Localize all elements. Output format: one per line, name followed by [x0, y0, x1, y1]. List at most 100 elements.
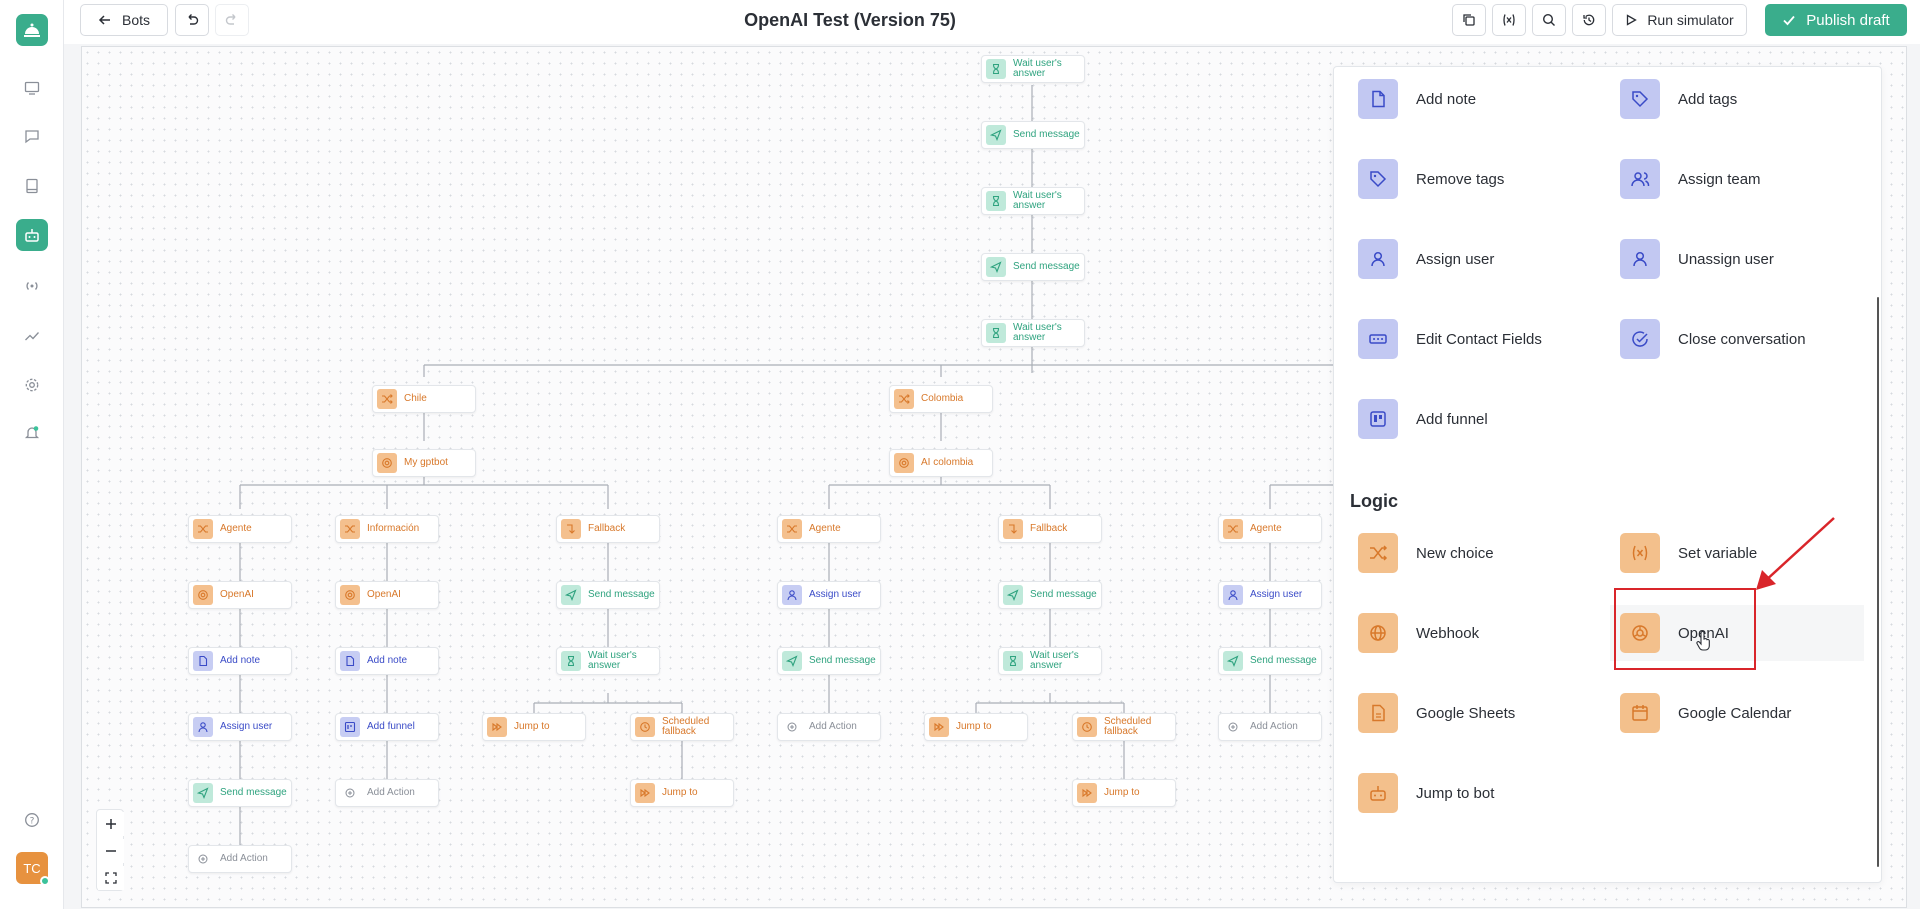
flow-node-choice-chile[interactable]: Chile — [372, 385, 476, 413]
variables-button[interactable] — [1492, 4, 1526, 36]
broadcast-icon[interactable] — [20, 274, 44, 298]
user-icon — [1358, 239, 1398, 279]
help-icon[interactable]: ? — [20, 808, 44, 832]
globe-icon — [1358, 613, 1398, 653]
action-add-funnel[interactable]: Add funnel — [1358, 393, 1488, 445]
copy-button[interactable] — [1452, 4, 1486, 36]
flow-node-wait[interactable]: Wait user's answer — [556, 647, 660, 675]
add-action-node[interactable]: Add Action — [335, 779, 439, 807]
logic-label: Google Calendar — [1678, 704, 1792, 722]
history-button[interactable] — [1572, 4, 1606, 36]
flow-node-assign-user[interactable]: Assign user — [777, 581, 881, 609]
flow-node-fallback[interactable]: Fallback — [998, 515, 1102, 543]
flow-node-send[interactable]: Send message — [998, 581, 1102, 609]
funnel-icon — [340, 717, 360, 737]
node-label: Add Action — [1250, 721, 1298, 732]
zoom-out-button[interactable] — [98, 839, 124, 863]
bot-icon[interactable] — [16, 219, 48, 251]
flow-node-wait[interactable]: Wait user's answer — [981, 55, 1085, 83]
add-action-node[interactable]: Add Action — [1218, 713, 1322, 741]
flow-node-send[interactable]: Send message — [981, 253, 1085, 281]
top-bar: Bots OpenAI Test (Version 75) Run simula… — [64, 0, 1920, 44]
node-label: AI colombia — [921, 457, 974, 468]
plus-icon — [106, 819, 116, 829]
flow-node-wait[interactable]: Wait user's answer — [981, 319, 1085, 347]
trend-icon[interactable] — [20, 324, 44, 348]
flow-node-send[interactable]: Send message — [981, 121, 1085, 149]
undo-button[interactable] — [175, 4, 209, 36]
flow-node-jump[interactable]: Jump to — [924, 713, 1028, 741]
redo-button[interactable] — [215, 4, 249, 36]
action-assign-user[interactable]: Assign user — [1358, 233, 1494, 285]
play-icon — [1627, 14, 1638, 26]
panel-scrollbar[interactable] — [1877, 297, 1879, 867]
flow-node-jump[interactable]: Jump to — [630, 779, 734, 807]
flow-node-send[interactable]: Send message — [777, 647, 881, 675]
flow-node-note[interactable]: Add note — [188, 647, 292, 675]
flow-node-openai[interactable]: OpenAI — [188, 581, 292, 609]
action-unassign-user[interactable]: Unassign user — [1620, 233, 1774, 285]
flow-node-jump[interactable]: Jump to — [1072, 779, 1176, 807]
node-label: Send message — [1013, 129, 1080, 140]
chat-icon[interactable] — [20, 124, 44, 148]
logic-set-variable[interactable]: Set variable — [1620, 527, 1757, 579]
publish-draft-button[interactable]: Publish draft — [1765, 4, 1907, 36]
send-icon — [193, 783, 213, 803]
action-close-conversation[interactable]: Close conversation — [1620, 313, 1806, 365]
action-edit-contact-fields[interactable]: Edit Contact Fields — [1358, 313, 1542, 365]
logic-google-sheets[interactable]: Google Sheets — [1358, 687, 1515, 739]
action-assign-team[interactable]: Assign team — [1620, 153, 1761, 205]
action-add-tags[interactable]: Add tags — [1620, 73, 1737, 125]
search-button[interactable] — [1532, 4, 1566, 36]
monitor-icon[interactable] — [20, 76, 44, 100]
action-add-note[interactable]: Add note — [1358, 73, 1476, 125]
flow-node-choice[interactable]: Información — [335, 515, 439, 543]
flow-node-note[interactable]: Add note — [335, 647, 439, 675]
flow-node-choice[interactable]: Agente — [188, 515, 292, 543]
logic-label: Google Sheets — [1416, 704, 1516, 722]
add-action-node[interactable]: Add Action — [188, 845, 292, 873]
avatar[interactable]: TC — [16, 852, 50, 886]
flow-node-funnel[interactable]: Add funnel — [335, 713, 439, 741]
logo-icon[interactable] — [16, 14, 48, 46]
flow-node-send[interactable]: Send message — [188, 779, 292, 807]
zoom-in-button[interactable] — [98, 812, 124, 836]
flow-node-wait[interactable]: Wait user's answer — [981, 187, 1085, 215]
flow-node-fallback[interactable]: Fallback — [556, 515, 660, 543]
flow-node-send[interactable]: Send message — [556, 581, 660, 609]
user-icon — [193, 717, 213, 737]
node-label: Colombia — [921, 393, 964, 404]
tag-icon — [1358, 159, 1398, 199]
book-icon[interactable] — [20, 174, 44, 198]
flow-node-choice[interactable]: Agente — [1218, 515, 1322, 543]
variable-icon — [1503, 14, 1515, 26]
logic-new-choice[interactable]: New choice — [1358, 527, 1494, 579]
run-simulator-button[interactable]: Run simulator — [1612, 4, 1747, 36]
node-label: Send message — [1250, 655, 1317, 666]
flow-node-assign-user[interactable]: Assign user — [188, 713, 292, 741]
logic-google-calendar[interactable]: Google Calendar — [1620, 687, 1791, 739]
flow-node-choice[interactable]: Agente — [777, 515, 881, 543]
flow-node-assign-user[interactable]: Assign user — [1218, 581, 1322, 609]
flow-node-scheduled-fallback[interactable]: Scheduled fallback — [630, 713, 734, 741]
plus-circle-icon — [1223, 717, 1243, 737]
action-remove-tags[interactable]: Remove tags — [1358, 153, 1504, 205]
flow-node-choice-colombia[interactable]: Colombia — [889, 385, 993, 413]
logic-openai[interactable]: OpenAI — [1610, 605, 1864, 661]
settings-icon[interactable] — [20, 373, 44, 397]
logic-webhook[interactable]: Webhook — [1358, 607, 1479, 659]
logic-jump-to-bot[interactable]: Jump to bot — [1358, 767, 1494, 819]
fit-view-button[interactable] — [98, 866, 124, 890]
back-to-bots-button[interactable]: Bots — [80, 4, 168, 36]
page-title: OpenAI Test (Version 75) — [744, 10, 956, 30]
flow-node-openai[interactable]: OpenAI — [335, 581, 439, 609]
clock-icon — [635, 717, 655, 737]
flow-node-openai-bot[interactable]: AI colombia — [889, 449, 993, 477]
flow-node-scheduled-fallback[interactable]: Scheduled fallback — [1072, 713, 1176, 741]
flow-node-send[interactable]: Send message — [1218, 647, 1322, 675]
add-action-node[interactable]: Add Action — [777, 713, 881, 741]
flow-node-wait[interactable]: Wait user's answer — [998, 647, 1102, 675]
flow-node-openai-bot[interactable]: My gptbot — [372, 449, 476, 477]
bell-icon[interactable] — [20, 421, 44, 445]
flow-node-jump[interactable]: Jump to — [482, 713, 586, 741]
